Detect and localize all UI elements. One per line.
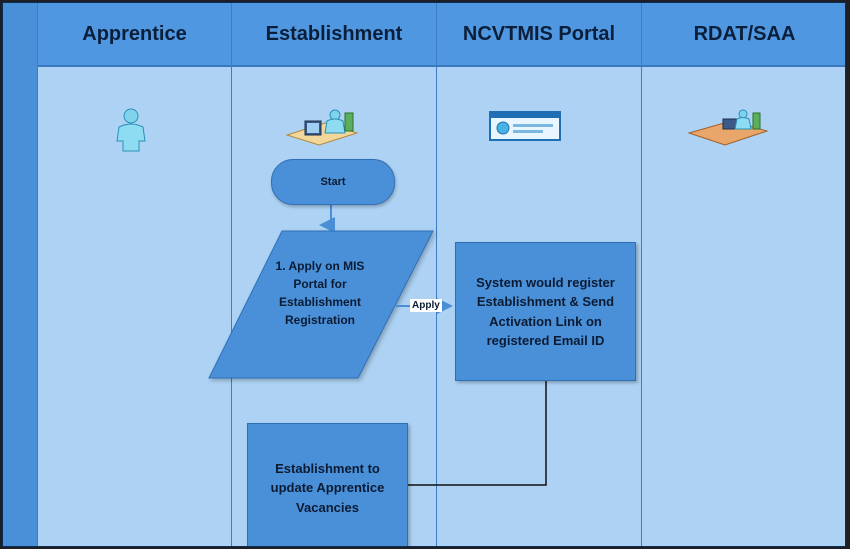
node-apply-shape	[208, 230, 434, 379]
lane-header-establishment: Establishment	[232, 3, 436, 67]
node-update-text: Establishment to update Apprentice Vacan…	[270, 460, 385, 515]
node-register-text: System would register Establishment & Se…	[476, 274, 615, 349]
lane-apprentice: Apprentice	[37, 3, 231, 546]
lane-header-apprentice: Apprentice	[38, 3, 231, 67]
lane-header-rdat-saa: RDAT/SAA	[642, 3, 845, 67]
node-update-vacancies: Establishment to update Apprentice Vacan…	[247, 423, 408, 546]
web-portal-icon	[489, 111, 561, 141]
edge-start-to-apply	[319, 204, 335, 233]
lane-header-ncvtmis-portal: NCVTMIS Portal	[437, 3, 641, 67]
edge-register-to-update	[408, 381, 547, 486]
office-desk-icon	[687, 109, 769, 146]
edge-label-apply: Apply	[410, 299, 442, 312]
person-icon	[116, 108, 146, 152]
flow-connectors	[208, 204, 547, 486]
node-apply-text: 1. Apply on MIS Portal for Establishment…	[275, 259, 365, 327]
node-register: System would register Establishment & Se…	[455, 242, 636, 381]
desk-worker-icon	[285, 109, 359, 146]
node-start: Start	[271, 159, 395, 205]
lane-rdat-saa: RDAT/SAA	[641, 3, 845, 546]
